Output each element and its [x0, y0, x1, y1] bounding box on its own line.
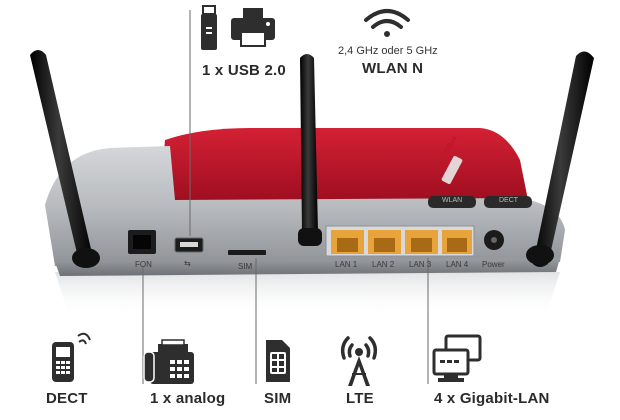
- antenna-right: [526, 51, 594, 267]
- lan1-label: LAN 1: [335, 260, 358, 269]
- wlan-button-label: WLAN: [442, 197, 463, 204]
- sim-port-label: SIM: [238, 262, 253, 271]
- usb-callout-label: 1 x USB 2.0: [202, 62, 286, 79]
- dect-phone-icon: [52, 332, 91, 382]
- lan3-label: LAN 3: [409, 260, 432, 269]
- dect-callout-label: DECT: [46, 390, 88, 407]
- fon-port[interactable]: [128, 230, 156, 254]
- router-red-top: [160, 128, 528, 200]
- lan-port-2[interactable]: [368, 230, 401, 254]
- analog-callout-label: 1 x analog: [150, 390, 226, 407]
- gigabit-callout-label: 4 x Gigabit-LAN: [434, 390, 550, 407]
- lan-port-1[interactable]: [331, 230, 364, 254]
- wlan-callout-label: WLAN N: [362, 60, 424, 77]
- sim-callout-label: SIM: [264, 390, 292, 407]
- sim-card-icon: [266, 340, 290, 382]
- lan-port-3[interactable]: [405, 230, 438, 254]
- lte-tower-icon: [340, 336, 378, 386]
- wlan-frequency-label: 2,4 GHz oder 5 GHz: [338, 45, 438, 57]
- router-reflection: [55, 272, 560, 318]
- lan2-label: LAN 2: [372, 260, 395, 269]
- usb-port-label: ⇆: [184, 259, 191, 268]
- lan4-label: LAN 4: [446, 260, 469, 269]
- callout-lines: [142, 10, 429, 384]
- lan-port-4[interactable]: [442, 230, 472, 254]
- router-base: [55, 258, 560, 276]
- wifi-icon: [364, 9, 410, 37]
- power-label: Power: [482, 260, 505, 269]
- fon-port-label: FON: [135, 260, 152, 269]
- sim-slot[interactable]: [228, 250, 266, 255]
- dect-button[interactable]: [484, 196, 532, 208]
- lte-callout-label: LTE: [346, 390, 374, 407]
- antenna-center: [298, 54, 322, 246]
- printer-icon: [231, 8, 275, 47]
- usb-port[interactable]: [174, 237, 204, 253]
- power-socket[interactable]: [484, 230, 504, 250]
- analog-phone-icon: [143, 339, 194, 384]
- usb-stick-icon: [201, 5, 217, 50]
- wlan-button[interactable]: [428, 196, 476, 208]
- brand-logo: [441, 155, 463, 185]
- dect-button-label: DECT: [499, 197, 519, 204]
- lan-computers-icon: [432, 334, 482, 382]
- antenna-left: [30, 50, 100, 268]
